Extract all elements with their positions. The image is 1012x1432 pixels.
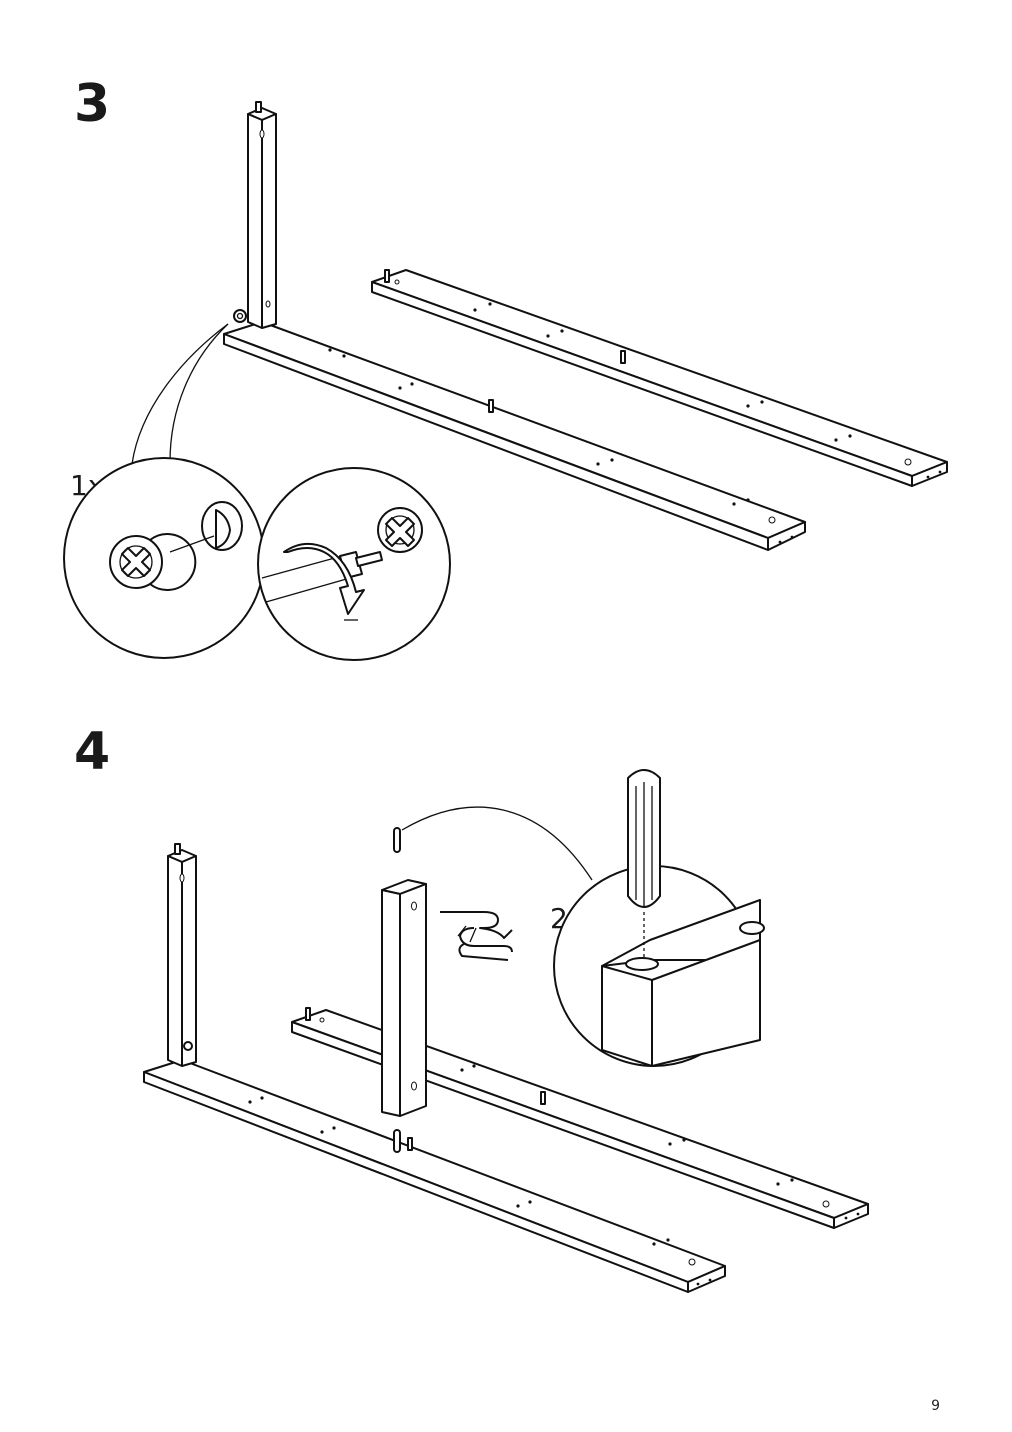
callout-line-1: [131, 323, 229, 465]
dowel-detail-circle: [553, 769, 765, 1067]
dowel-pin-icon: [627, 769, 661, 960]
front-rail-step4: [143, 843, 726, 1293]
cam-lock-icon: [109, 533, 197, 591]
step-4-number: 4: [74, 722, 111, 782]
callout-line-2: [169, 323, 229, 463]
front-rail-step3: [223, 101, 806, 551]
rotate-clockwise-arrow-icon: [283, 542, 365, 621]
side-panel: [381, 879, 427, 1117]
back-rail-step3: [371, 269, 948, 487]
panel-top-corner: [601, 899, 765, 1067]
back-rail-step4: [291, 1007, 869, 1229]
pointing-hand-icon: [440, 911, 513, 961]
screwdriver-detail-circle: [257, 467, 451, 661]
step-4-illustration: [143, 769, 869, 1293]
step-3-illustration: [63, 101, 948, 661]
dowel-bottom: [393, 1129, 401, 1153]
cam-lock-detail-circle: [63, 457, 265, 659]
page-number: 9: [931, 1398, 940, 1414]
cam-hole-icon: [169, 501, 243, 553]
cam-head-icon: [377, 507, 423, 553]
dowel-top: [393, 827, 401, 853]
step-3-number: 3: [74, 74, 111, 134]
callout-line-3: [401, 806, 593, 881]
